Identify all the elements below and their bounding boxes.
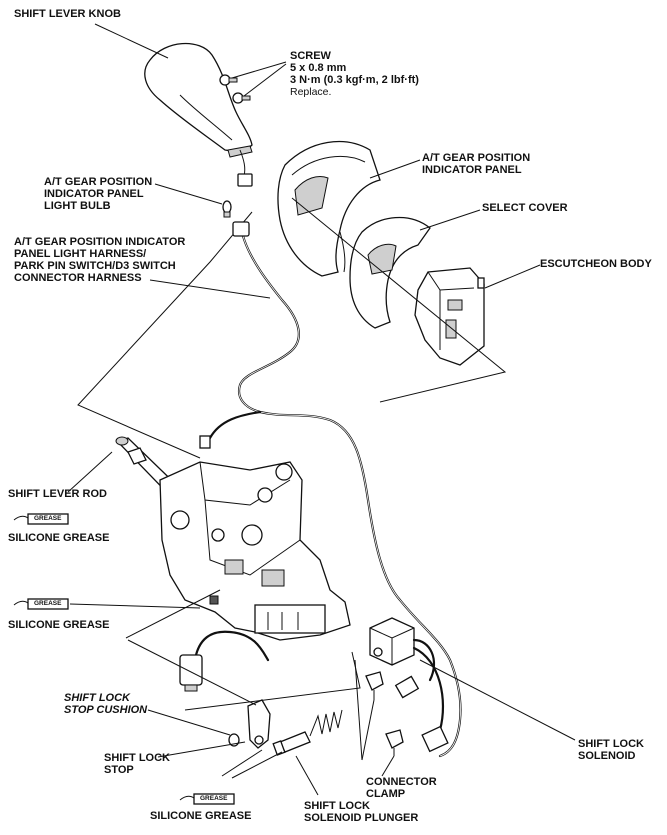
grease-tube-icon (179, 793, 235, 805)
label-select-cover: SELECT COVER (482, 202, 568, 214)
label-harness: A/T GEAR POSITION INDICATOR PANEL LIGHT … (14, 236, 186, 284)
shift-lever-bracket (159, 461, 351, 641)
label-shift-lock-solenoid: SHIFT LOCK SOLENOID (578, 738, 644, 762)
shift-lock-solenoid (369, 617, 449, 753)
park-pin-switch (179, 630, 270, 692)
label-at-gear-position-indicator-panel: A/T GEAR POSITION INDICATOR PANEL (422, 152, 531, 176)
label-shift-lever-knob: SHIFT LEVER KNOB (14, 8, 121, 20)
leader-lines (67, 23, 576, 796)
label-indicator-panel-light-bulb: A/T GEAR POSITION INDICATOR PANEL LIGHT … (44, 176, 153, 212)
label-silicone-grease-1: SILICONE GREASE (8, 532, 110, 544)
grease-tag: GREASE (34, 515, 62, 522)
at-gear-position-indicator-panel (277, 140, 381, 277)
label-shift-lock-stop: SHIFT LOCK STOP (104, 752, 170, 776)
grease-tag: GREASE (34, 600, 62, 607)
shift-lock-stop (247, 699, 271, 749)
label-silicone-grease-3: SILICONE GREASE (150, 810, 252, 822)
label-escutcheon-body: ESCUTCHEON BODY (540, 258, 652, 270)
grease-tag: GREASE (200, 795, 228, 802)
select-cover (349, 216, 431, 329)
screws (219, 74, 251, 104)
label-shift-lever-rod: SHIFT LEVER ROD (8, 488, 108, 500)
label-shift-lock-stop-cushion: SHIFT LOCK STOP CUSHION (64, 692, 148, 716)
label-silicone-grease-2: SILICONE GREASE (8, 619, 110, 631)
escutcheon-body (414, 267, 485, 366)
wire-harness (199, 221, 462, 758)
label-screw: SCREW 5 x 0.8 mm 3 N·m (0.3 kgf·m, 2 lbf… (290, 50, 419, 86)
indicator-panel-light-bulb (222, 200, 232, 218)
grease-tube-icon (13, 513, 69, 525)
label-screw-note: Replace. (290, 86, 332, 98)
label-shift-lock-solenoid-plunger: SHIFT LOCK SOLENOID PLUNGER (304, 800, 419, 824)
label-connector-clamp: CONNECTOR CLAMP (366, 776, 437, 800)
shift-lever-knob (144, 42, 253, 187)
grease-tube-icon (13, 598, 69, 610)
shift-lock-solenoid-plunger (272, 709, 343, 756)
connector-clamps (365, 671, 404, 756)
